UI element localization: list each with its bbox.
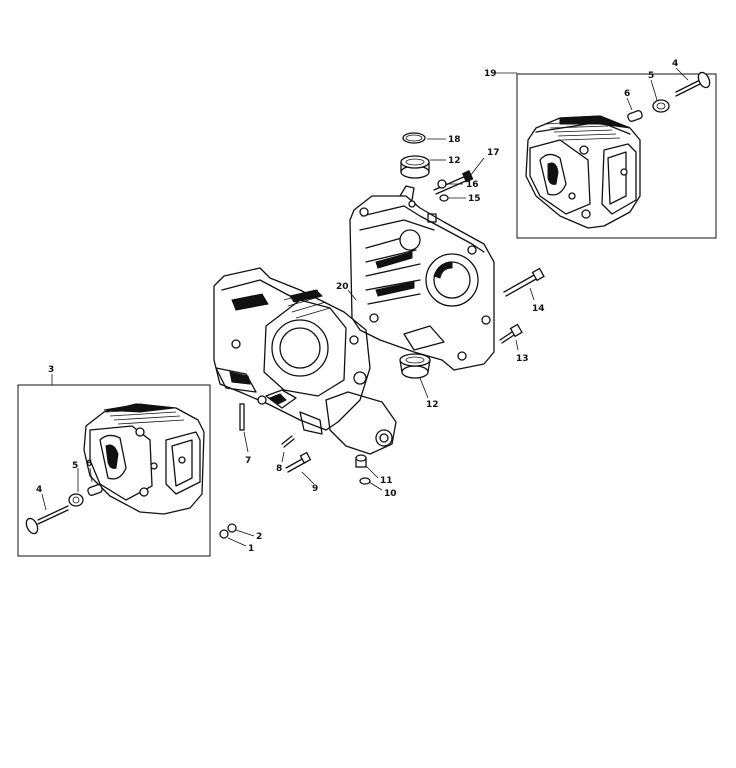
callout-20: 20 bbox=[336, 282, 349, 292]
cylinder-head-right bbox=[525, 115, 641, 229]
valve-seal-left bbox=[68, 493, 84, 507]
callout-2: 2 bbox=[256, 532, 262, 542]
cylinder-head-left bbox=[83, 403, 205, 515]
callout-5-right: 5 bbox=[648, 71, 654, 81]
valve-seal-right bbox=[652, 99, 670, 113]
valve-right bbox=[675, 71, 711, 97]
bolt-14 bbox=[503, 267, 545, 297]
callout-19: 19 bbox=[484, 69, 497, 79]
valve-guide-left bbox=[87, 484, 103, 496]
stud-8 bbox=[281, 435, 295, 448]
callout-1: 1 bbox=[248, 544, 254, 554]
callout-15: 15 bbox=[468, 194, 481, 204]
retaining-ring-18 bbox=[402, 132, 426, 144]
callout-12-upper: 12 bbox=[448, 156, 461, 166]
callout-17: 17 bbox=[487, 148, 500, 158]
callout-14: 14 bbox=[532, 304, 545, 314]
callout-6-left: 6 bbox=[86, 459, 92, 469]
callout-6-right: 6 bbox=[624, 89, 630, 99]
leader-lines bbox=[41, 67, 689, 547]
nut-11 bbox=[355, 454, 367, 468]
cylinder-head-assembly-left bbox=[17, 384, 211, 557]
assembly-frame-19 bbox=[516, 73, 717, 239]
bolt-9 bbox=[285, 451, 312, 473]
crankcase-left-half bbox=[213, 267, 397, 455]
assembly-frame-3 bbox=[17, 384, 211, 557]
bolt-13 bbox=[499, 323, 523, 344]
callout-labels: 19 4 5 6 18 12 17 16 15 20 14 13 12 3 5 … bbox=[36, 59, 678, 554]
crankcase-right-half bbox=[349, 185, 495, 371]
callout-11: 11 bbox=[380, 476, 393, 486]
washer-10 bbox=[359, 477, 371, 485]
plug-2 bbox=[227, 523, 237, 533]
callout-10: 10 bbox=[384, 489, 397, 499]
oil-seal-lower bbox=[399, 353, 431, 379]
valve-left bbox=[25, 505, 69, 535]
oil-seal-upper bbox=[400, 155, 430, 179]
callout-13: 13 bbox=[516, 354, 529, 364]
callout-4-left: 4 bbox=[36, 485, 42, 495]
callout-4-right: 4 bbox=[672, 59, 678, 69]
callout-5-left: 5 bbox=[72, 461, 78, 471]
callout-9: 9 bbox=[312, 484, 318, 494]
valve-guide-right bbox=[627, 110, 643, 122]
plug-1 bbox=[219, 529, 229, 539]
callout-7: 7 bbox=[245, 456, 251, 466]
callout-18: 18 bbox=[448, 135, 461, 145]
callout-3: 3 bbox=[48, 365, 54, 375]
nut-16 bbox=[437, 179, 447, 189]
callout-8: 8 bbox=[276, 464, 282, 474]
washer-15 bbox=[439, 194, 449, 202]
dowel-pin-7 bbox=[239, 403, 245, 431]
callout-12-lower: 12 bbox=[426, 400, 439, 410]
cylinder-head-assembly-right bbox=[516, 71, 717, 239]
callout-16: 16 bbox=[466, 180, 479, 190]
